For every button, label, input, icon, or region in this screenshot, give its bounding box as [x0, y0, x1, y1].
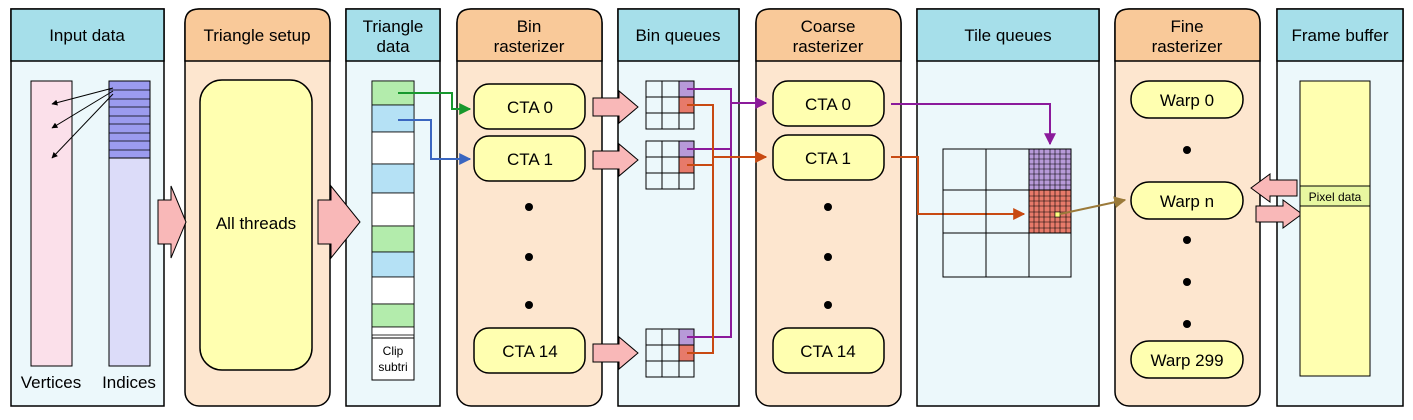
index-to-vertex-pointers: [51, 87, 114, 159]
stage-title-triangle-data-line1: Triangle: [363, 17, 424, 36]
warp-299: Warp 299: [1130, 340, 1244, 379]
stage-title-coarse-rasterizer-line1: Coarse: [801, 17, 856, 36]
stage-title-input-data: Input data: [49, 26, 125, 45]
ellipsis-dot: [1183, 320, 1191, 328]
warp-to-framebuffer-arrow: [1255, 199, 1303, 229]
stage-title-triangle-setup: Triangle setup: [203, 26, 310, 45]
vertices-buffer: [30, 80, 73, 367]
stage-tile-queues: Tile queues: [916, 8, 1100, 407]
tile-queue-grid: [942, 148, 1072, 278]
stage-title-frame-buffer: Frame buffer: [1291, 26, 1388, 45]
cta14-to-bin-queue-arrow: [592, 335, 639, 371]
bin-cta-1: CTA 1: [473, 135, 586, 182]
ellipsis-dot: [525, 253, 533, 261]
ellipsis-dot: [824, 203, 832, 211]
coarse-cta-1: CTA 1: [772, 134, 885, 181]
triangle-to-cta1-arrow: [398, 119, 472, 165]
ellipsis-dot: [824, 301, 832, 309]
warp-n-label: Warp n: [1160, 192, 1214, 211]
flow-arrow-setup-to-triangle-data: [317, 184, 361, 260]
orange-bin-connections: [687, 104, 768, 354]
triangle-to-cta0-arrow: [398, 92, 472, 115]
coarse-cta1-to-tile-arrow: [891, 156, 1026, 220]
coarse-cta-14-label: CTA 14: [800, 342, 855, 361]
indices-buffer: [108, 80, 151, 367]
all-threads-label: All threads: [216, 214, 296, 233]
bin-queue-grid-14: [645, 328, 695, 378]
stage-title-coarse-rasterizer-line2: rasterizer: [793, 37, 864, 56]
bin-cta-14: CTA 14: [473, 327, 586, 374]
stage-title-bin-queues: Bin queues: [635, 26, 720, 45]
triangle-data-buffer: [371, 80, 415, 381]
cta1-to-bin-queue-arrow: [592, 142, 639, 178]
coarse-cta-1-label: CTA 1: [805, 149, 851, 168]
cta0-to-bin-queue-arrow: [592, 89, 639, 125]
frame-buffer-block: [1299, 80, 1371, 377]
ellipsis-dot: [1183, 236, 1191, 244]
pixel-data-label: Pixel data: [1309, 190, 1362, 204]
warp-n: Warp n: [1130, 181, 1244, 220]
clip-subtri-label-line1: Clip: [383, 344, 404, 358]
ellipsis-dot: [525, 203, 533, 211]
purple-bin-connections: [687, 88, 768, 338]
coarse-cta-0-label: CTA 0: [805, 95, 851, 114]
all-threads-block: [199, 79, 313, 371]
tile-to-warp-arrow: [1059, 196, 1127, 215]
coarse-cta0-to-tile-arrow: [891, 103, 1056, 146]
bin-cta-14-label: CTA 14: [502, 342, 557, 361]
ellipsis-dot: [525, 301, 533, 309]
framebuffer-to-warp-arrow: [1250, 173, 1298, 203]
vertices-label: Vertices: [21, 373, 81, 392]
warp-0-label: Warp 0: [1160, 91, 1214, 110]
pixel-data-region: [1299, 185, 1371, 207]
warp-299-label: Warp 299: [1150, 351, 1223, 370]
bin-cta-1-label: CTA 1: [507, 150, 553, 169]
bin-queue-grid-0: [645, 80, 695, 130]
stage-title-bin-rasterizer-line2: rasterizer: [494, 37, 565, 56]
stage-bin-queues: Bin queues: [617, 8, 740, 407]
flow-arrow-input-to-setup: [157, 185, 187, 259]
indices-label: Indices: [102, 373, 156, 392]
ellipsis-dot: [1183, 278, 1191, 286]
stage-title-bin-rasterizer-line1: Bin: [517, 17, 542, 36]
coarse-cta-0: CTA 0: [772, 80, 885, 127]
ellipsis-dot: [1183, 146, 1191, 154]
ellipsis-dot: [824, 253, 832, 261]
coarse-cta-14: CTA 14: [772, 327, 885, 374]
stage-title-fine-rasterizer-line2: rasterizer: [1152, 37, 1223, 56]
warp-0: Warp 0: [1130, 80, 1244, 119]
bin-cta-0: CTA 0: [473, 83, 586, 130]
stage-title-tile-queues: Tile queues: [964, 26, 1051, 45]
clip-subtri-label-line2: subtri: [378, 360, 407, 374]
stage-title-triangle-data-line2: data: [376, 37, 410, 56]
stage-title-fine-rasterizer-line1: Fine: [1170, 17, 1203, 36]
bin-cta-0-label: CTA 0: [507, 98, 553, 117]
